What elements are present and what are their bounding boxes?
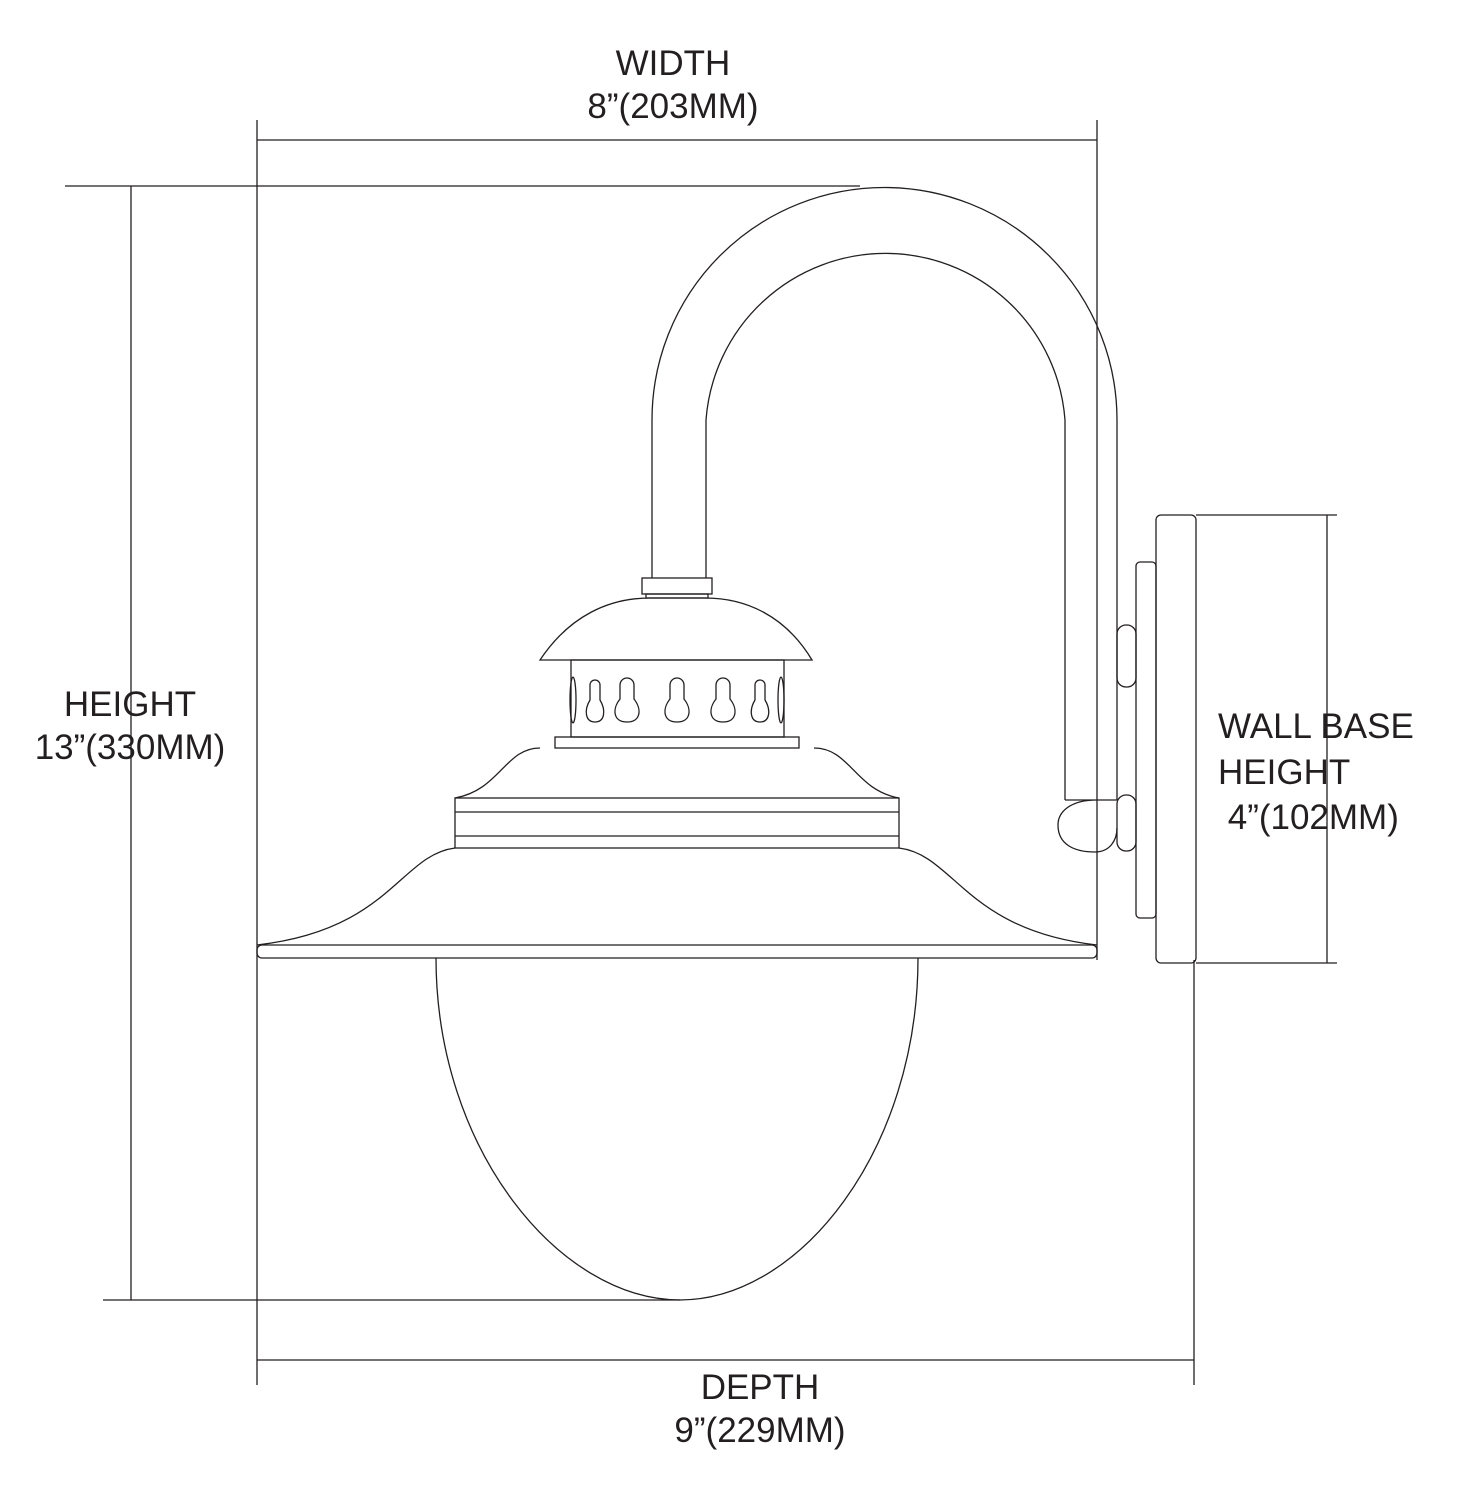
width-label: WIDTH <box>615 44 731 83</box>
wall-base <box>1116 514 1197 964</box>
lantern-shade <box>256 577 1098 959</box>
gooseneck-arm <box>651 186 1118 853</box>
height-value: 13”(330MM) <box>34 728 226 767</box>
dimension-lines <box>65 120 1337 1385</box>
width-value: 8”(203MM) <box>587 87 759 126</box>
height-label: HEIGHT <box>63 685 197 724</box>
wall-base-label-line1: WALL BASE <box>1218 707 1414 746</box>
depth-label: DEPTH <box>700 1368 820 1407</box>
depth-value: 9”(229MM) <box>674 1411 846 1450</box>
vent-slots <box>569 676 785 724</box>
wall-base-label-line2: HEIGHT <box>1218 753 1351 792</box>
wall-base-value: 4”(102MM) <box>1218 798 1399 837</box>
glass-globe <box>435 957 919 1301</box>
